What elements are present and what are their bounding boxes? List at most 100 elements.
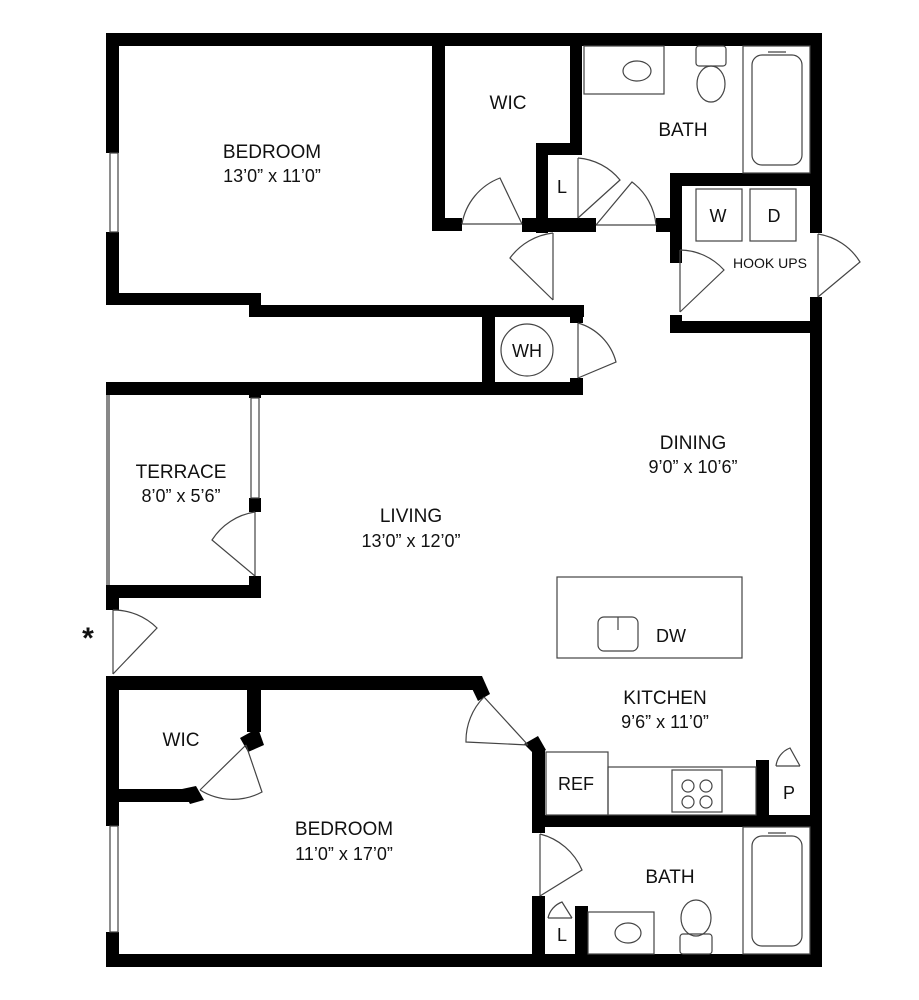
room-name-bedroom-bottom: BEDROOM (295, 819, 393, 840)
label-linen-top: L (557, 177, 567, 197)
fixtures (500, 45, 811, 955)
window-bedroom-top (109, 152, 119, 233)
washer-box (695, 188, 743, 242)
wall-right (810, 297, 822, 967)
wall-pantry-left (756, 760, 769, 822)
door-bedroom-bottom (465, 696, 529, 746)
room-name-bath-top: BATH (658, 120, 707, 141)
burner-icon (681, 795, 695, 809)
door-terrace (211, 511, 256, 577)
entry-marker: * (82, 622, 94, 655)
door-laundry-outer (817, 233, 861, 298)
door-water-heater (577, 322, 617, 379)
room-dims-kitchen: 9’6” x 11’0” (621, 712, 709, 732)
wall-terrace-bottom (106, 585, 261, 598)
wall-terrace-right-mid (249, 498, 261, 512)
label-washer: W (710, 206, 727, 226)
wall-laundry-left (670, 173, 682, 263)
window-bedroom-bottom (109, 825, 119, 933)
door-wic-bottom (199, 744, 263, 800)
stove-box (671, 769, 723, 813)
room-dims-terrace: 8’0” x 5’6” (141, 486, 220, 506)
label-dishwasher: DW (656, 626, 686, 646)
label-water-heater: WH (512, 341, 542, 361)
room-name-living: LIVING (380, 506, 442, 527)
label-pantry: P (783, 783, 795, 803)
room-name-bath-bottom: BATH (645, 867, 694, 888)
wall-wh-left (482, 315, 495, 395)
wall-bedroom-bottom-corner (466, 676, 490, 701)
room-dims-living: 13’0” x 12’0” (361, 531, 460, 551)
room-name-bedroom-top: BEDROOM (223, 142, 321, 163)
label-hookups: HOOK UPS (733, 255, 807, 271)
kitchen-island (556, 576, 743, 659)
room-name-wic-bottom: WIC (163, 730, 200, 751)
wall-terrace-right-top (249, 382, 261, 398)
room-dims-bedroom-top: 13’0” x 11’0” (223, 166, 321, 186)
door-laundry-inner (679, 249, 725, 313)
wall-bedroom-bottom-right-a (532, 748, 545, 833)
door-pantry (775, 747, 801, 767)
window-terrace (250, 397, 260, 499)
door-entry (112, 609, 158, 675)
wall-bedroom-bottom-right-b (532, 896, 545, 966)
vanity-bottom (587, 911, 655, 955)
wall-hall-top (249, 305, 584, 317)
wall-linen-left (536, 143, 548, 233)
door-bath-bottom (539, 833, 583, 897)
wall-wic-bottom-right (247, 688, 261, 732)
wall-top (106, 33, 822, 46)
kitchen-counter (607, 766, 757, 816)
wall-bedroom-top-bottom-a (106, 293, 261, 305)
wall-right-top (810, 33, 822, 188)
label-linen-bottom: L (557, 925, 567, 945)
label-dryer: D (768, 206, 781, 226)
wall-linen-bottom (522, 218, 596, 232)
wall-wh-right-top (570, 305, 583, 323)
toilet-tank-icon (679, 933, 713, 955)
toilet-tank-icon (695, 45, 727, 67)
sink-icon (622, 60, 652, 82)
toilet-icon (696, 65, 726, 103)
room-dims-bedroom-bottom: 11’0” x 17’0” (295, 844, 393, 864)
tub-frame-top (742, 45, 811, 174)
wall-bottom (106, 954, 822, 967)
wall-wic-bottom-floor (106, 789, 194, 802)
burner-icon (699, 795, 713, 809)
door-wic-top (461, 177, 523, 225)
door-linen-top (577, 157, 621, 219)
door-bedroom-top (509, 232, 554, 301)
room-dims-dining: 9’0” x 10’6” (648, 457, 737, 477)
burner-icon (699, 779, 713, 793)
sink-icon (614, 922, 642, 944)
room-name-kitchen: KITCHEN (623, 688, 706, 709)
wall-left-upper-b (106, 232, 119, 304)
doors (112, 157, 861, 919)
windows (106, 152, 260, 933)
wall-left-entry-top (106, 585, 119, 610)
labels: BEDROOM 13’0” x 11’0” WIC BATH L W D HOO… (82, 93, 807, 945)
wall-living-top (106, 382, 583, 395)
dryer-box (749, 188, 797, 242)
walls (106, 33, 822, 967)
door-linen-bottom (547, 901, 573, 919)
tub-frame-bottom (742, 826, 811, 955)
room-name-wic-top: WIC (490, 93, 527, 114)
burner-icon (681, 779, 695, 793)
wall-wic-top-left (432, 33, 445, 231)
door-bath-top (595, 181, 657, 226)
room-name-terrace: TERRACE (136, 462, 227, 483)
wall-laundry-bottom (670, 321, 822, 333)
wall-bedroom-bottom-top (106, 676, 474, 690)
wall-left-lower-a (106, 676, 119, 826)
wall-wic-top-bottom-a (432, 218, 462, 231)
vanity-top (583, 45, 665, 95)
bathtub-icon (751, 54, 803, 166)
wall-wic-bottom-door-stub-b (182, 786, 204, 804)
wall-bath-bottom-top (532, 815, 822, 827)
label-refrigerator: REF (558, 774, 594, 794)
wall-linen-bottom-right (575, 906, 588, 966)
bathtub-icon (751, 835, 803, 947)
room-name-dining: DINING (660, 433, 727, 454)
